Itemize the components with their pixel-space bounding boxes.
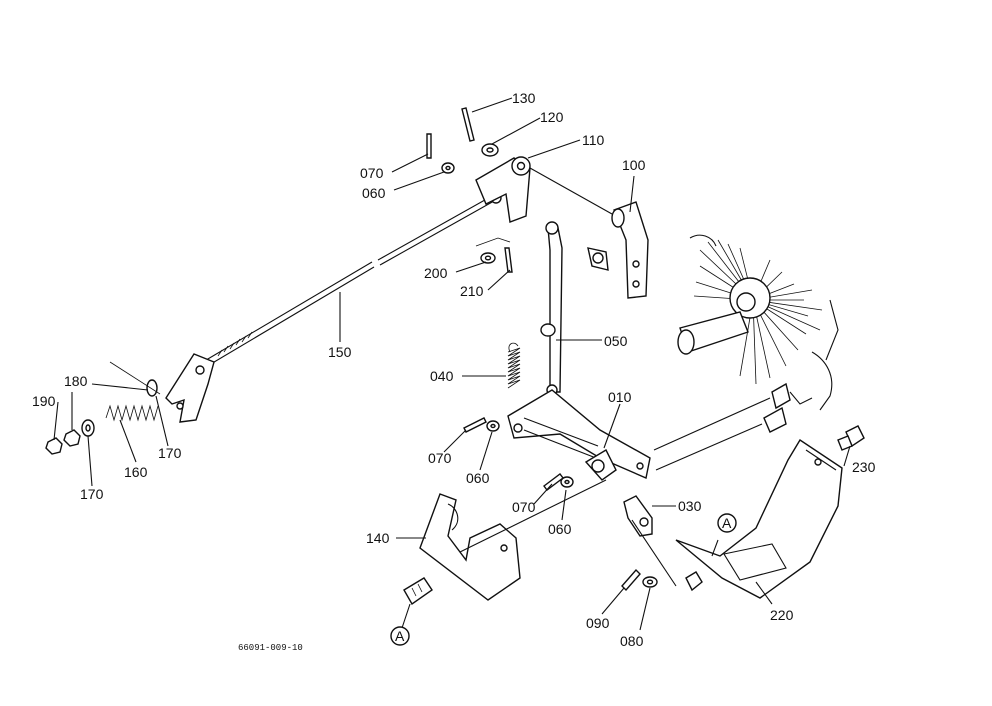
engine-fan-assembly	[677, 234, 839, 411]
label-110: 110	[582, 132, 605, 148]
bolt-230	[837, 425, 865, 451]
lever-110	[475, 156, 613, 223]
link-050	[540, 221, 563, 396]
label-030: 030	[678, 498, 702, 514]
washer-170-lower	[81, 419, 95, 437]
pin-070-low	[543, 473, 564, 491]
label-190: 190	[32, 393, 56, 409]
label-070-top: 070	[360, 165, 384, 181]
label-050: 050	[604, 333, 628, 349]
bracket-030	[623, 495, 677, 587]
label-060-low: 060	[548, 521, 572, 537]
label-130: 130	[512, 90, 536, 106]
label-090: 090	[586, 615, 610, 631]
reference-mark-a-cover: A	[717, 513, 737, 533]
bolt-140	[403, 577, 433, 606]
label-060-mid: 060	[466, 470, 490, 486]
label-120: 120	[540, 109, 564, 125]
label-070-low: 070	[512, 499, 536, 515]
pin-070-mid	[463, 417, 487, 433]
lever-170	[165, 353, 215, 423]
label-100: 100	[622, 157, 646, 173]
rod-150	[195, 192, 502, 372]
label-160: 160	[124, 464, 148, 480]
pin-210	[504, 247, 513, 273]
nut-220	[685, 571, 703, 592]
washer-080	[642, 576, 658, 588]
nut-180	[63, 429, 81, 447]
washer-060-mid	[486, 420, 500, 432]
label-010: 010	[608, 389, 632, 405]
pin-090	[621, 568, 641, 592]
washer-120	[481, 143, 499, 157]
svg-text:A: A	[395, 628, 405, 644]
svg-text:A: A	[722, 515, 732, 531]
nut-190	[45, 437, 63, 455]
label-080: 080	[620, 633, 644, 649]
label-230: 230	[852, 459, 876, 475]
label-040: 040	[430, 368, 454, 384]
washer-060-top	[441, 162, 455, 174]
label-180: 180	[64, 373, 88, 389]
leader-lines	[53, 97, 851, 631]
spring-160	[105, 404, 159, 422]
washer-200	[480, 252, 496, 264]
bracket-100	[587, 201, 649, 299]
label-200: 200	[424, 265, 448, 281]
washer-060-low	[560, 476, 574, 488]
label-170-right: 170	[158, 445, 182, 461]
label-170-left: 170	[80, 486, 104, 502]
washer-170-upper	[146, 379, 158, 397]
pin-070-top	[426, 133, 432, 159]
pin-130	[461, 107, 475, 142]
drawing-reference-number: 66091-009-10	[238, 643, 303, 653]
reference-mark-a-lower: A	[390, 626, 410, 646]
label-070-mid: 070	[428, 450, 452, 466]
label-150: 150	[328, 344, 352, 360]
label-140: 140	[366, 530, 390, 546]
cover-220	[675, 439, 843, 599]
label-220: 220	[770, 607, 794, 623]
plate-140	[419, 479, 607, 601]
part-labels: 130 120 110 100 070 060 200 210 150 050 …	[32, 90, 876, 649]
spring-040	[507, 342, 521, 389]
lever-010	[507, 382, 791, 481]
label-210: 210	[460, 283, 484, 299]
label-060-top: 060	[362, 185, 386, 201]
